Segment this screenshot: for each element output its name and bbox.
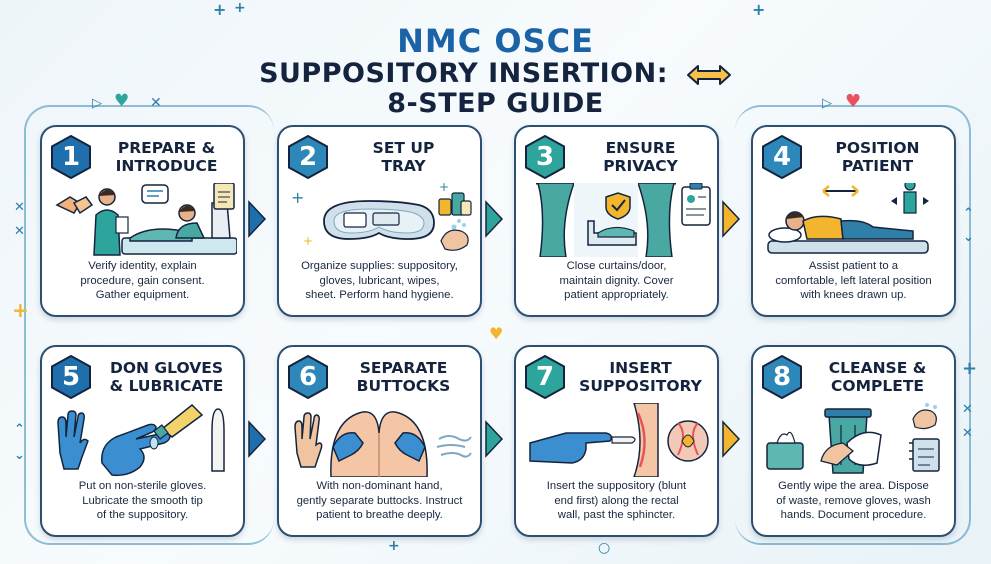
step-description: Organize supplies: suppository,gloves, l… xyxy=(301,260,458,301)
decorative-cross-icon: ✕ xyxy=(150,95,162,111)
step-number-badge: 8 xyxy=(761,355,803,399)
kidney-tray-illustration: + + + xyxy=(291,183,472,251)
decorative-cross-icon: ✕ xyxy=(14,224,25,239)
decorative-chevron-icon: ⌃ xyxy=(14,422,25,437)
decorative-cross-icon: ✕ xyxy=(962,426,973,441)
decorative-chevron-icon: ⌄ xyxy=(14,448,25,463)
decorative-plus-icon: + xyxy=(213,0,227,19)
decorative-plus-icon: + xyxy=(12,298,29,322)
insertion-illustration xyxy=(529,403,709,477)
decorative-heart-icon: ♥ xyxy=(114,91,130,111)
separate-buttocks-illustration xyxy=(294,411,472,477)
decorative-frame-left xyxy=(24,105,274,545)
page-title-line1: NMC OSCE xyxy=(397,22,594,60)
step-connector-arrow-icon xyxy=(248,200,267,238)
decorative-heart-icon: ♥ xyxy=(489,324,504,343)
step-title: PREPARE &INTRODUCE xyxy=(115,139,218,175)
cleanse-complete-illustration xyxy=(766,403,940,474)
step-number-badge: 2 xyxy=(287,135,329,179)
step-number-badge: 3 xyxy=(524,135,566,179)
privacy-curtain-illustration xyxy=(536,183,711,257)
lateral-position-illustration xyxy=(767,183,929,254)
decorative-arrow-icon: ▷ xyxy=(822,96,832,111)
page-title-line2: SUPPOSITORY INSERTION: xyxy=(0,58,991,89)
decorative-cross-icon: ✕ xyxy=(14,200,25,215)
decorative-plus-icon: + xyxy=(962,358,978,379)
step-card-8: 8 CLEANSE &COMPLETE Gently wipe the area… xyxy=(751,345,956,537)
step-description: Close curtains/door,maintain dignity. Co… xyxy=(559,260,674,301)
svg-text:+: + xyxy=(291,188,304,207)
step-number-badge: 6 xyxy=(287,355,329,399)
decorative-cross-icon: ✕ xyxy=(962,402,973,417)
decorative-dot-icon: ○ xyxy=(598,540,611,556)
step-description: With non-dominant hand,gently separate b… xyxy=(296,480,463,521)
svg-text:+: + xyxy=(303,234,313,248)
decorative-chevron-icon: ⌄ xyxy=(963,230,974,245)
step-title: CLEANSE &COMPLETE xyxy=(828,359,927,395)
step-connector-arrow-icon xyxy=(485,420,504,458)
step-title: DON GLOVES& LUBRICATE xyxy=(109,359,224,395)
decorative-plus-icon: + xyxy=(234,0,246,16)
decorative-arrow-icon: ▷ xyxy=(92,96,102,111)
decorative-plus-icon: + xyxy=(388,538,400,554)
step-connector-arrow-icon xyxy=(722,420,741,458)
gloves-lubricant-illustration xyxy=(57,403,225,477)
decorative-heart-icon: ♥ xyxy=(845,91,862,112)
svg-text:+: + xyxy=(439,183,449,194)
step-number-badge: 1 xyxy=(50,135,92,179)
decorative-plus-icon: + xyxy=(752,0,766,19)
decorative-chevron-icon: ⌃ xyxy=(963,206,974,221)
double-arrow-icon xyxy=(686,64,731,85)
step-card-1: 1 PREPARE &INTRODUCE Verify identity, ex… xyxy=(40,125,245,317)
step-number-badge: 7 xyxy=(524,355,566,399)
step-card-5: 5 DON GLOVES& LUBRICATE Put on non-steri… xyxy=(40,345,245,537)
page-title-line3: 8-STEP GUIDE xyxy=(387,88,604,119)
page-title-text: SUPPOSITORY INSERTION: xyxy=(259,58,669,89)
step-connector-arrow-icon xyxy=(248,420,267,458)
step-description: Put on non-sterile gloves.Lubricate the … xyxy=(78,480,207,521)
nurse-patient-illustration xyxy=(55,183,237,256)
step-number-badge: 5 xyxy=(50,355,92,399)
step-connector-arrow-icon xyxy=(722,200,741,238)
step-connector-arrow-icon xyxy=(485,200,504,238)
decorative-frame-right xyxy=(735,105,971,545)
step-number-badge: 4 xyxy=(761,135,803,179)
